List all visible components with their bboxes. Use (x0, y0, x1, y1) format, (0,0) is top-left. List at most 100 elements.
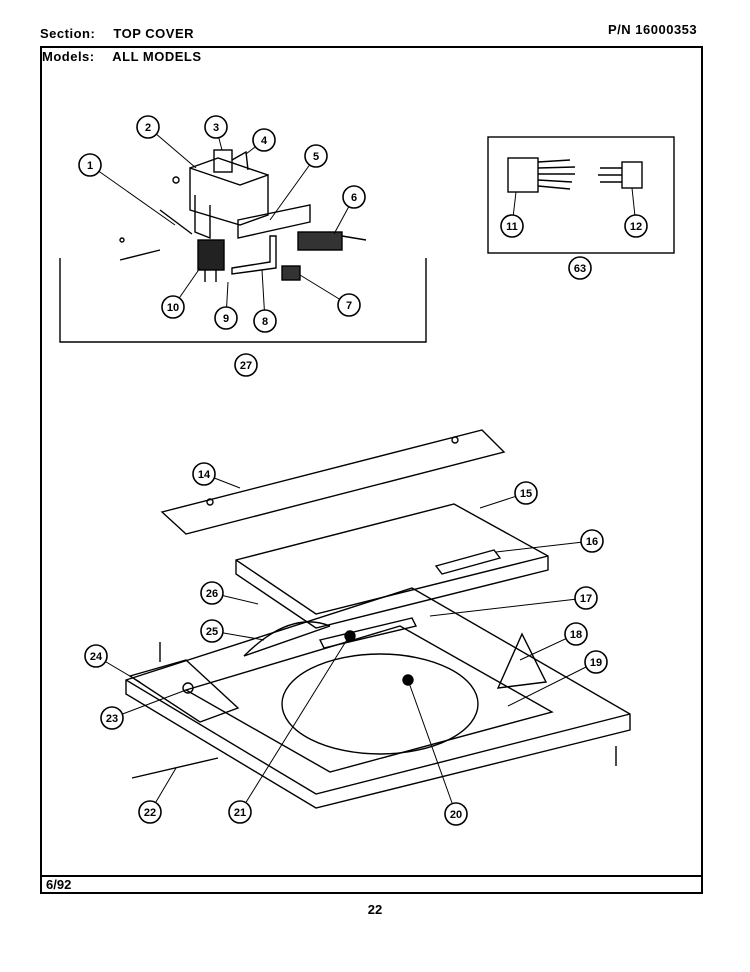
callout-bubble-22 (138, 800, 162, 824)
leader-line-17 (429, 597, 587, 617)
callout-bubble-20 (444, 802, 468, 826)
callout-bubble-17 (574, 586, 598, 610)
callout-label-8: 8 (262, 316, 268, 328)
callout-label-21: 21 (234, 807, 246, 819)
callout-label-16: 16 (586, 536, 598, 548)
callout-label-20: 20 (450, 809, 462, 821)
callout-bubble-9 (214, 306, 238, 330)
pn-label: P/N (608, 22, 632, 37)
callout-label-6: 6 (351, 192, 357, 204)
switch-lever (231, 235, 277, 275)
corner-pad (128, 659, 240, 723)
callout-label-11: 11 (506, 221, 518, 233)
callout-bubble-27 (234, 353, 258, 377)
callout-label-25: 25 (206, 626, 218, 638)
lid-switch-body (197, 239, 225, 271)
lid-lock-triangle (496, 632, 548, 689)
page-number: 22 (367, 902, 383, 917)
leader-line-19 (507, 661, 597, 707)
top-cover-inner (184, 625, 554, 773)
lid-outline (235, 503, 549, 629)
callout-label-63: 63 (574, 263, 586, 275)
section-label: Section: (40, 26, 96, 41)
callout-label-22: 22 (144, 807, 156, 819)
callout-label-12: 12 (630, 221, 642, 233)
pad-hole (182, 682, 194, 694)
section-header: Section: TOP COVER (40, 26, 194, 41)
callout-label-15: 15 (520, 488, 532, 500)
callout-bubble-10 (161, 295, 185, 319)
harness-box (487, 136, 675, 254)
callout-bubble-5 (304, 144, 328, 168)
callout-label-4: 4 (261, 135, 268, 147)
switch-housing-top (189, 157, 269, 176)
callout-label-14: 14 (198, 469, 211, 481)
callout-label-5: 5 (313, 151, 319, 163)
harness-connector-left (507, 157, 539, 193)
callout-bubble-18 (564, 622, 588, 646)
leader-line-5 (269, 155, 317, 221)
callout-bubble-8 (253, 309, 277, 333)
callout-label-27: 27 (240, 360, 252, 372)
hinge-cover (243, 621, 331, 657)
hinge-hole-right (451, 436, 459, 444)
harness-wires-right (598, 167, 622, 183)
lid (235, 503, 549, 629)
hinge-hole-left (206, 498, 214, 506)
tub-opening (281, 653, 479, 755)
lid-switch-terminals (204, 270, 217, 282)
callout-label-17: 17 (580, 593, 592, 605)
callout-bubble-15 (514, 481, 538, 505)
part-number-header: P/N 16000353 (608, 22, 697, 37)
leader-line-16 (495, 540, 593, 553)
callout-bubble-12 (624, 214, 648, 238)
callout-label-3: 3 (213, 122, 219, 134)
switch-clip (231, 150, 249, 171)
hinge-bar (160, 429, 506, 535)
top-cover-outline (125, 587, 631, 809)
pn-value: 16000353 (635, 22, 698, 37)
callout-label-23: 23 (106, 713, 118, 725)
assembly-bracket-line (59, 258, 427, 343)
leader-line-20 (407, 679, 457, 815)
top-cover-front-edge (125, 679, 631, 795)
screw-long (159, 209, 193, 235)
callout-label-1: 1 (87, 160, 93, 172)
hinge-rod (131, 757, 219, 779)
leader-line-1 (89, 164, 176, 226)
callout-label-26: 26 (206, 588, 218, 600)
small-switch (281, 265, 301, 281)
callout-bubble-16 (580, 529, 604, 553)
leader-line-21 (239, 637, 349, 813)
callout-bubble-26 (200, 581, 224, 605)
hinge-bar-outline (160, 429, 506, 535)
callout-label-18: 18 (570, 629, 582, 641)
callout-bubble-19 (584, 650, 608, 674)
switch-tab (213, 149, 233, 173)
callout-bubble-6 (342, 185, 366, 209)
hinge-cover-base (243, 625, 331, 657)
callout-label-10: 10 (167, 302, 179, 314)
lid-front-edge (235, 555, 549, 615)
top-cover (125, 587, 631, 809)
lid-handle (434, 549, 502, 575)
callout-label-19: 19 (590, 657, 602, 669)
leader-line-23 (111, 689, 187, 719)
callout-label-7: 7 (346, 300, 352, 312)
hinge-strip (318, 617, 418, 649)
models-header: Models: ALL MODELS (42, 49, 202, 64)
callout-label-24: 24 (90, 651, 103, 663)
callout-bubble-23 (100, 706, 124, 730)
callout-bubble-3 (204, 115, 228, 139)
callout-label-9: 9 (223, 313, 229, 325)
footer-rule (40, 875, 703, 877)
switch-bracket (194, 195, 211, 240)
switch-block-pin (341, 235, 367, 241)
models-label: Models: (42, 49, 95, 64)
callout-bubble-21 (228, 800, 252, 824)
models-value: ALL MODELS (112, 49, 202, 64)
section-value: TOP COVER (113, 26, 195, 41)
switch-block (297, 231, 343, 251)
